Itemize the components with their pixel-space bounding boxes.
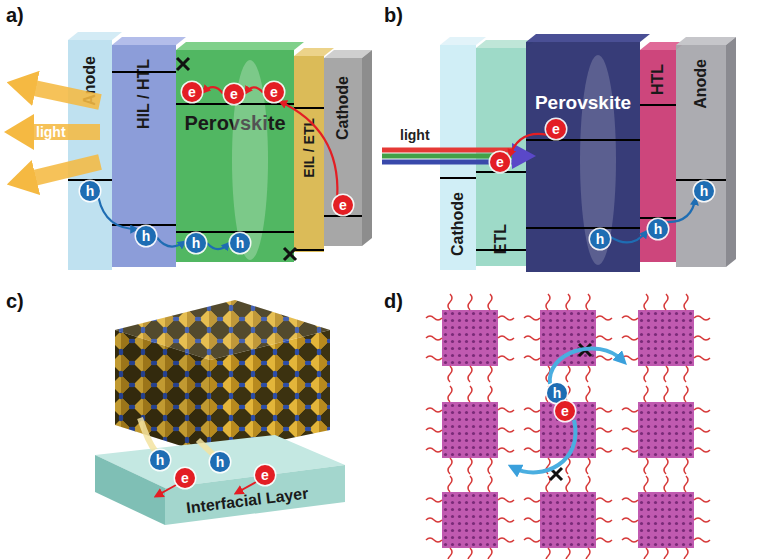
carrier-symbol: e — [270, 85, 278, 99]
layer-top — [294, 48, 334, 56]
lattice-highlight — [115, 300, 330, 360]
panel-label: a) — [6, 4, 24, 27]
carrier-symbol: e — [552, 122, 560, 136]
nanocrystal-grid — [426, 294, 710, 559]
electron-carrier: e — [490, 152, 510, 172]
device-layer: HIL / HTL h — [112, 45, 176, 267]
layer-top — [68, 32, 122, 40]
device-layer: Anode h — [68, 40, 112, 270]
device-layer: Perovskite e h — [526, 42, 640, 272]
nanocrystal-unit — [524, 476, 612, 559]
layer-top — [324, 50, 372, 58]
electron-carrier: e — [264, 82, 284, 102]
nanocrystal-unit — [622, 294, 710, 382]
hole-carrier: h — [80, 181, 100, 201]
electron-carrier: e — [333, 195, 353, 215]
carrier-symbol: e — [561, 404, 569, 418]
hole-carrier: h — [590, 229, 610, 249]
carrier-symbol: e — [261, 468, 269, 482]
carrier-symbol: h — [596, 232, 605, 246]
lattice-left — [115, 330, 210, 455]
device-layer: EIL / ETL — [294, 56, 324, 252]
layer-label: Perovskite — [184, 112, 285, 135]
hop-arrow — [514, 420, 576, 472]
carrier-symbol: h — [86, 184, 95, 198]
carrier-symbol: h — [654, 222, 663, 236]
layer-side — [726, 37, 736, 267]
panel-label: d) — [384, 290, 403, 313]
carrier-symbol: e — [339, 198, 347, 212]
slab-front — [165, 465, 345, 525]
layer-top — [176, 42, 304, 50]
electron-carrier: e — [555, 401, 575, 421]
electron-carrier: e — [182, 82, 202, 102]
hole-carrier: h — [547, 383, 567, 403]
layer-label: Cathode — [334, 76, 352, 140]
hole-carrier: h — [230, 233, 250, 253]
device-layer: Anode h — [676, 45, 726, 267]
carrier-symbol: h — [216, 455, 225, 469]
transfer-swoosh — [140, 418, 156, 452]
layer-label: Anode — [81, 56, 99, 106]
carrier-symbol: h — [236, 236, 245, 250]
panel-label: c) — [6, 290, 24, 313]
lattice-top — [115, 300, 330, 360]
device-layer: Cathode e — [324, 58, 362, 246]
electron-carrier: e — [175, 468, 195, 488]
layer-label: EIL / ETL — [301, 118, 317, 178]
hole-carrier: h — [150, 450, 170, 470]
block-mark — [579, 344, 591, 356]
layer-label: Perovskite — [535, 92, 631, 114]
hole-carrier: h — [210, 452, 230, 472]
hole-carrier: h — [648, 219, 668, 239]
nanocrystal-unit — [622, 386, 710, 474]
panel-label: b) — [384, 4, 403, 27]
layer-label: Cathode — [449, 192, 467, 256]
carrier-symbol: h — [192, 236, 201, 250]
nanocrystal-unit — [524, 386, 612, 474]
carrier-symbol: h — [156, 453, 165, 467]
device-layer: HTL h — [640, 50, 676, 262]
interfacial-layer: Interfacial Layerhhee — [90, 420, 350, 530]
hole-carrier: h — [186, 233, 206, 253]
layer-label: HIL / HTL — [135, 59, 153, 129]
electron-carrier: e — [546, 119, 566, 139]
layer-label: Anode — [692, 59, 710, 109]
slab-outline — [90, 420, 350, 530]
carrier-symbol: h — [553, 386, 562, 400]
layer-top — [526, 34, 650, 42]
nanocrystal-unit — [426, 294, 514, 382]
layer-side — [362, 50, 372, 246]
hop-arrow — [550, 348, 622, 384]
carrier-symbol: e — [496, 155, 504, 169]
nanocrystal-unit — [426, 386, 514, 474]
layer-label: HTL — [649, 64, 667, 95]
light-label: light — [36, 124, 66, 140]
device-layer: ETL e — [476, 48, 526, 266]
blocked-hopping — [514, 348, 622, 472]
device-layer: Perovskite e e e h h — [176, 50, 294, 262]
perovskite-lattice — [115, 300, 330, 455]
carrier-symbol: h — [142, 229, 151, 243]
nanocrystal-unit — [426, 476, 514, 559]
hole-carrier: h — [694, 181, 714, 201]
layer-top — [112, 37, 186, 45]
nanocrystal-unit — [622, 476, 710, 559]
block-mark — [550, 468, 562, 480]
layer-top — [676, 37, 736, 45]
light-label: light — [400, 127, 430, 143]
carrier-symbol: h — [700, 184, 709, 198]
device-layer: Cathode — [440, 45, 476, 270]
layer-top — [440, 37, 486, 45]
carrier-symbol: e — [230, 87, 238, 101]
hole-carrier: h — [136, 226, 156, 246]
electron-carrier: e — [224, 84, 244, 104]
nanocrystal-unit — [524, 294, 612, 382]
carrier-symbol: e — [181, 471, 189, 485]
carrier-symbol: e — [188, 85, 196, 99]
layer-label: ETL — [492, 224, 510, 254]
lattice-shade — [115, 330, 210, 455]
electron-carrier: e — [255, 465, 275, 485]
